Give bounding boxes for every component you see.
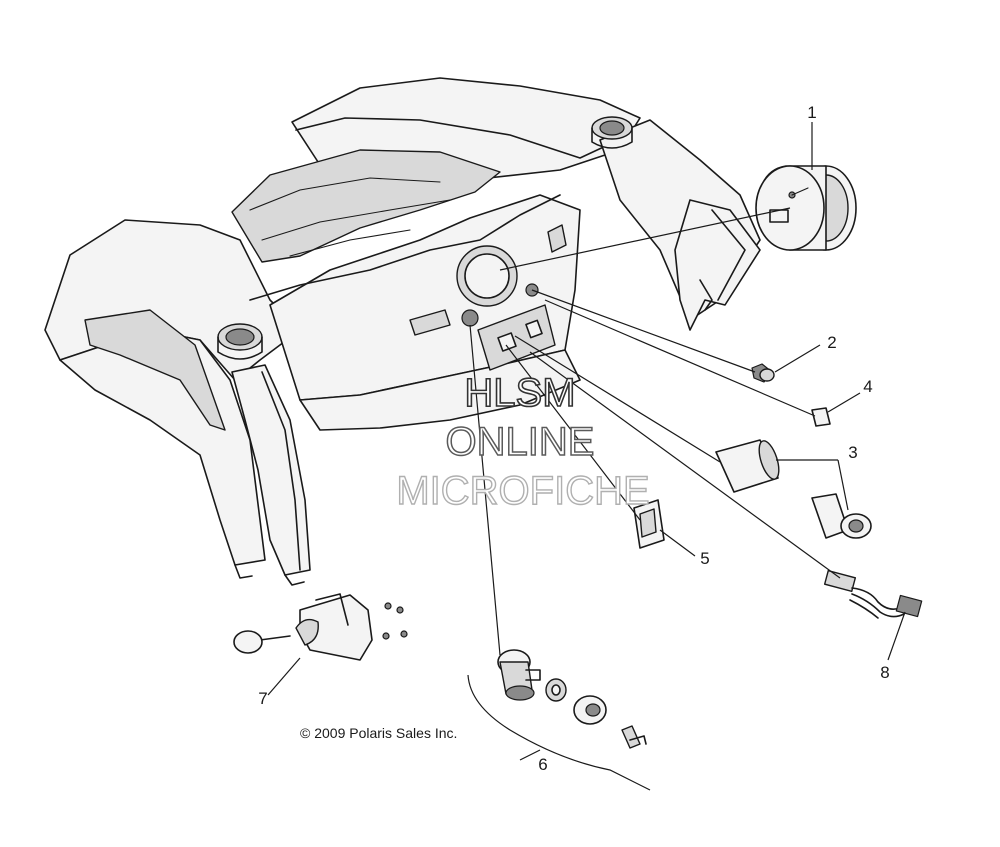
decal-label bbox=[811, 407, 831, 427]
copyright-notice: © 2009 Polaris Sales Inc. bbox=[300, 725, 457, 741]
turn-signal-switch bbox=[233, 593, 408, 661]
callout-5: 5 bbox=[700, 549, 709, 568]
speedometer-gauge bbox=[755, 165, 857, 251]
wire-harness bbox=[823, 569, 923, 619]
watermark-line-2: ONLINE bbox=[446, 420, 595, 464]
callout-2: 2 bbox=[827, 333, 836, 352]
dash-pod-assembly bbox=[44, 77, 761, 586]
indicator-lamp bbox=[751, 363, 775, 383]
callout-4: 4 bbox=[863, 377, 872, 396]
callout-8: 8 bbox=[880, 663, 889, 682]
callout-1: 1 bbox=[807, 103, 816, 122]
leader-lines bbox=[267, 122, 906, 761]
watermark-line-1: HLSM bbox=[464, 371, 575, 415]
callout-6: 6 bbox=[538, 755, 547, 774]
watermark-line-3: MICROFICHE bbox=[396, 469, 649, 513]
power-outlet-sleeve bbox=[715, 439, 780, 493]
callout-3: 3 bbox=[848, 443, 857, 462]
bracket-6 bbox=[467, 674, 651, 791]
rocker-switch bbox=[633, 499, 665, 549]
power-outlet-socket bbox=[811, 493, 872, 539]
watermark: HLSM ONLINE MICROFICHE bbox=[396, 370, 651, 514]
ignition-switch bbox=[497, 649, 647, 749]
callout-7: 7 bbox=[258, 689, 267, 708]
